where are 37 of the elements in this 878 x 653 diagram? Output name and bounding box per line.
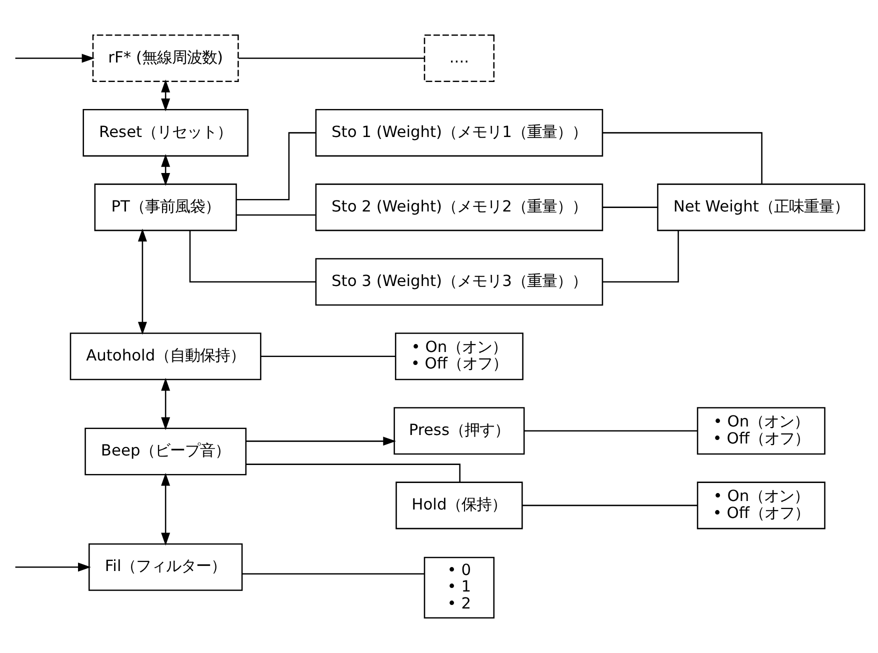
node-box: Fil（フィルター）	[88, 543, 243, 591]
arrow	[161, 154, 170, 186]
connector	[602, 206, 658, 208]
connector	[242, 573, 424, 574]
connector	[236, 132, 316, 200]
arrow	[138, 228, 147, 335]
node-box: • On（オン） • Off（オフ）	[394, 332, 524, 380]
arrow	[246, 436, 396, 446]
node-box: PT（事前風袋）	[94, 184, 237, 232]
connector	[260, 356, 396, 358]
node-box: Sto 1 (Weight)（メモリ1（重量））	[315, 109, 604, 157]
node-box: ....	[424, 34, 495, 82]
node-box: Autohold（自動保持）	[70, 332, 262, 380]
node-box: Sto 3 (Weight)（メモリ3（重量））	[315, 258, 604, 306]
connector	[602, 132, 762, 184]
arrow	[161, 472, 170, 546]
connector	[522, 504, 698, 506]
node-box: • On（オン） • Off（オフ）	[696, 482, 826, 530]
node-box: Hold（保持）	[396, 482, 523, 530]
arrow	[161, 378, 170, 430]
arrow	[161, 79, 170, 112]
node-box: rF* (無線周波数)	[92, 34, 239, 82]
connector	[236, 214, 316, 216]
node-box: Beep（ビープ音）	[84, 428, 247, 476]
node-box: Press（押す）	[394, 407, 525, 455]
arrow	[15, 562, 91, 572]
node-box: • On（オン） • Off（オフ）	[696, 407, 826, 455]
connector	[602, 230, 679, 282]
connector	[238, 58, 424, 59]
arrow	[15, 54, 95, 63]
node-box: Reset（リセット）	[82, 109, 248, 157]
connector	[189, 230, 316, 282]
node-box: Net Weight（正味重量）	[657, 184, 866, 232]
connector	[246, 464, 460, 482]
connector	[524, 430, 698, 432]
node-box: Sto 2 (Weight)（メモリ2（重量））	[315, 184, 604, 232]
node-box: • 0 • 1 • 2	[424, 556, 495, 618]
